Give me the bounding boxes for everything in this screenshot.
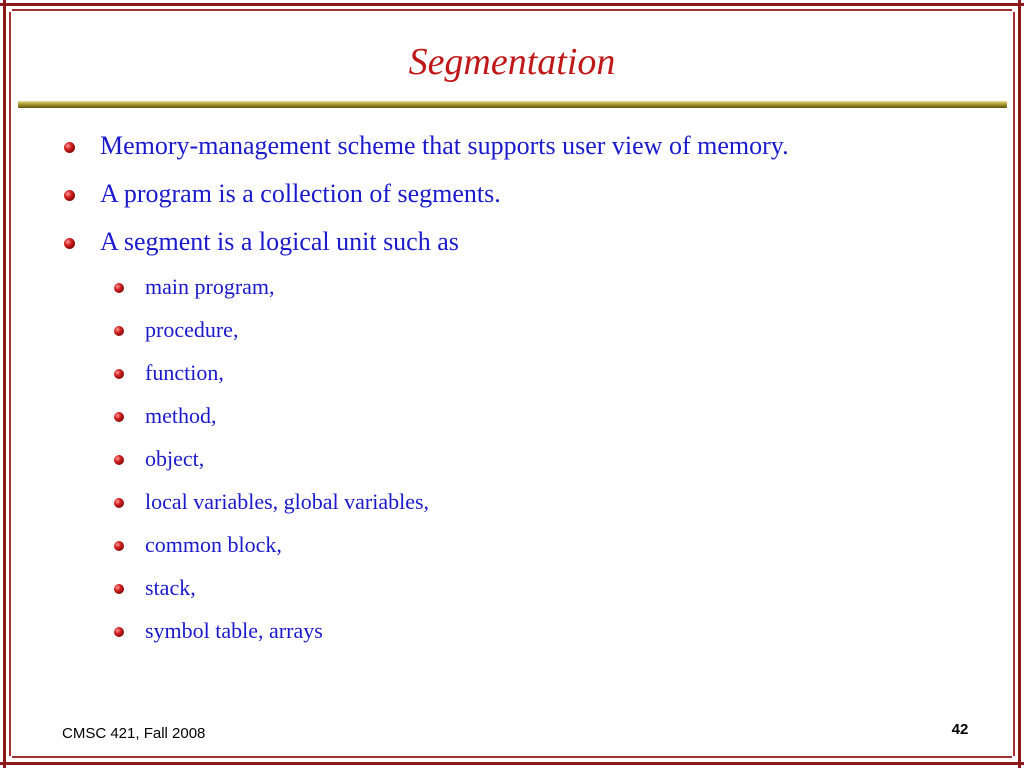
sub-bullet-text: procedure, (145, 317, 239, 342)
bullet-text: A segment is a logical unit such as (100, 227, 459, 256)
frame-left-inner-border (9, 12, 11, 756)
slide-title: Segmentation (408, 41, 616, 83)
frame-top-border (0, 3, 1024, 6)
red-sphere-bullet-icon (114, 541, 124, 551)
bullet-text: Memory-management scheme that supports u… (100, 131, 789, 160)
sub-bullet-text: function, (145, 360, 224, 385)
frame-right-inner-border (1013, 12, 1015, 756)
sub-bullet-text: symbol table, arrays (145, 618, 323, 643)
frame-bottom-inner-border (12, 756, 1012, 758)
sub-bullet-item: procedure, (114, 317, 239, 343)
sub-bullet-item: symbol table, arrays (114, 618, 323, 644)
sub-bullet-text: local variables, global variables, (145, 489, 430, 514)
sub-bullet-text: object, (145, 446, 205, 471)
red-sphere-bullet-icon (114, 455, 124, 465)
bullet-item: A segment is a logical unit such as (64, 227, 459, 257)
bullet-item: Memory-management scheme that supports u… (64, 131, 789, 161)
sub-bullet-text: main program, (145, 274, 275, 299)
sub-bullet-text: method, (145, 403, 217, 428)
page-number: 42 (951, 721, 969, 738)
sub-bullet-item: function, (114, 360, 224, 386)
sub-bullet-item: object, (114, 446, 205, 472)
red-sphere-bullet-icon (114, 369, 124, 379)
frame-top-inner-border (12, 9, 1012, 11)
sub-bullet-item: stack, (114, 575, 196, 601)
frame-left-border (3, 0, 6, 768)
title-divider (18, 101, 1007, 108)
frame-right-border (1018, 0, 1021, 768)
red-sphere-bullet-icon (64, 190, 75, 201)
red-sphere-bullet-icon (64, 238, 75, 249)
bullet-item: A program is a collection of segments. (64, 179, 501, 209)
sub-bullet-item: common block, (114, 532, 282, 558)
red-sphere-bullet-icon (114, 498, 124, 508)
footer-course-label: CMSC 421, Fall 2008 (62, 725, 206, 742)
sub-bullet-text: common block, (145, 532, 282, 557)
red-sphere-bullet-icon (114, 584, 124, 594)
red-sphere-bullet-icon (114, 412, 124, 422)
sub-bullet-item: local variables, global variables, (114, 489, 430, 515)
red-sphere-bullet-icon (114, 326, 124, 336)
sub-bullet-item: main program, (114, 274, 275, 300)
red-sphere-bullet-icon (64, 142, 75, 153)
bullet-text: A program is a collection of segments. (100, 179, 501, 208)
sub-bullet-item: method, (114, 403, 217, 429)
red-sphere-bullet-icon (114, 283, 124, 293)
sub-bullet-text: stack, (145, 575, 196, 600)
red-sphere-bullet-icon (114, 627, 124, 637)
frame-bottom-border (0, 762, 1024, 765)
